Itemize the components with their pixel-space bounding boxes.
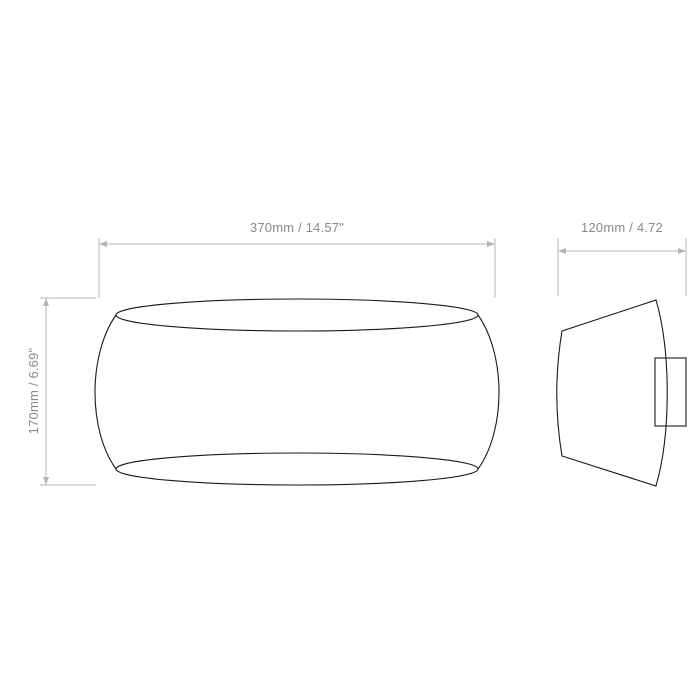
front-right-side [477,314,500,470]
depth-dimension: 120mm / 4.72 [557,220,687,296]
depth-label: 120mm / 4.72 [581,220,663,235]
width-arrow-right [487,241,495,247]
height-arrow-bottom [43,477,49,485]
width-dimension: 370mm / 14.57" [98,220,496,298]
depth-arrow-right [678,248,686,254]
side-view [556,299,687,487]
depth-arrow-left [558,248,566,254]
height-label: 170mm / 6.69" [26,347,41,434]
front-left-side [94,314,117,470]
front-bottom-rim [115,452,479,486]
height-arrow-top [43,298,49,306]
height-dimension: 170mm / 6.69" [26,297,96,486]
width-label: 370mm / 14.57" [250,220,344,235]
front-top-rim [115,298,479,332]
width-arrow-left [99,241,107,247]
side-shade-profile [556,299,668,487]
front-view [94,298,500,486]
side-wall-bracket [654,357,687,427]
